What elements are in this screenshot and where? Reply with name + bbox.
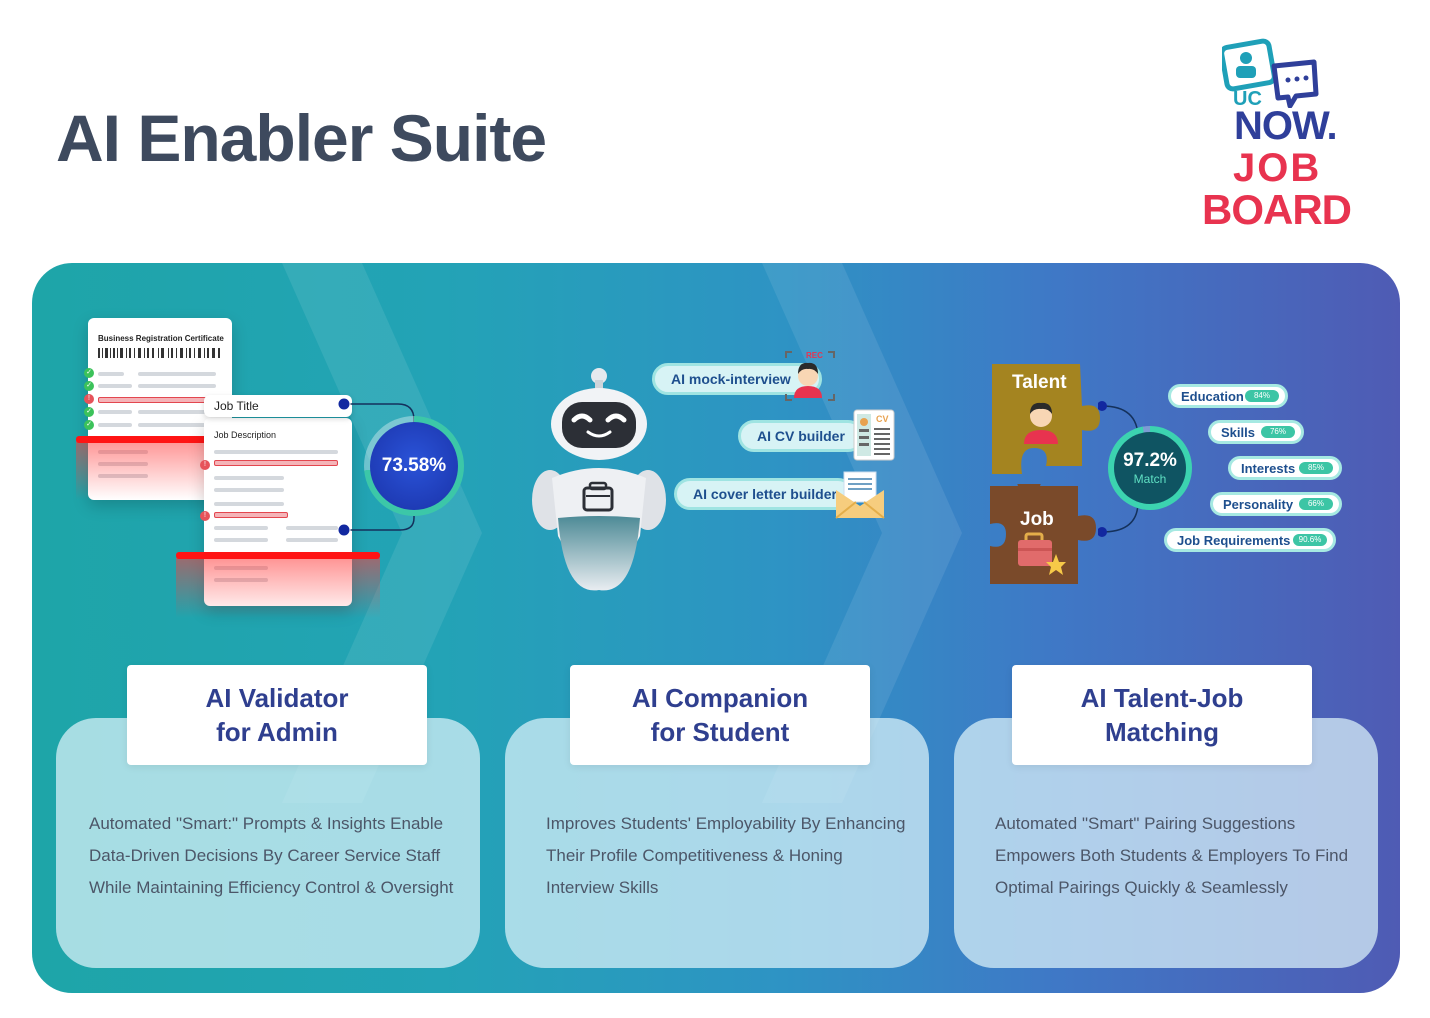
check-icon: ✓ bbox=[84, 368, 94, 378]
card-title-validator: AI Validator for Admin bbox=[127, 665, 427, 765]
match-score-ring: 97.2% Match bbox=[1108, 426, 1192, 510]
match-score-label: Match bbox=[1133, 472, 1167, 486]
feature-cv-builder: AI CV builder bbox=[738, 420, 864, 452]
check-icon: ✓ bbox=[84, 420, 94, 430]
logo-now-text: NOW. bbox=[1234, 104, 1338, 148]
person-icon bbox=[1024, 402, 1058, 444]
barcode-icon bbox=[98, 348, 220, 358]
rec-label: REC bbox=[806, 351, 823, 360]
feature-cover-letter-builder: AI cover letter builder bbox=[674, 478, 854, 510]
logo-job-text: JOB bbox=[1233, 146, 1322, 190]
talent-label: Talent bbox=[1012, 372, 1067, 393]
alert-icon: ! bbox=[200, 511, 210, 521]
card-desc-matching: Automated "Smart" Pairing Suggestions Em… bbox=[995, 814, 1349, 897]
card-desc-companion: Improves Students' Employability By Enha… bbox=[546, 814, 906, 897]
job-label: Job bbox=[1020, 509, 1054, 530]
card-desc-validator: Automated "Smart:" Prompts & Insights En… bbox=[89, 814, 454, 897]
cv-label: CV bbox=[876, 414, 889, 424]
validation-score: 73.58% bbox=[381, 455, 447, 476]
envelope-letter-icon bbox=[835, 471, 885, 519]
card-title-companion: AI Companion for Student bbox=[570, 665, 870, 765]
logo-uc-text: UC bbox=[1233, 88, 1262, 110]
job-desc-label: Job Description bbox=[214, 430, 277, 440]
scan-line bbox=[176, 552, 380, 559]
robot-icon bbox=[532, 368, 666, 591]
cv-document-icon bbox=[853, 409, 895, 461]
interview-avatar-icon bbox=[785, 351, 835, 401]
scan-line bbox=[76, 436, 236, 443]
logo-board-text: BOARD bbox=[1202, 186, 1352, 233]
page-title: AI Enabler Suite bbox=[56, 101, 547, 175]
brand-logo: UC NOW. JOB BOARD bbox=[1200, 36, 1360, 233]
match-score: 97.2% bbox=[1123, 450, 1177, 471]
check-icon: ✓ bbox=[84, 407, 94, 417]
alert-icon: ! bbox=[84, 394, 94, 404]
chat-bubbles-icon bbox=[1222, 38, 1319, 108]
feature-mock-interview: AI mock-interview bbox=[652, 363, 822, 395]
validation-score-ring: 73.58% bbox=[364, 416, 464, 516]
alert-icon: ! bbox=[200, 460, 210, 470]
briefcase-icon bbox=[1018, 532, 1066, 575]
doc-title: Business Registration Certificate bbox=[98, 334, 224, 343]
job-title-label: Job Title bbox=[204, 395, 352, 417]
card-title-matching: AI Talent-Job Matching bbox=[1012, 665, 1312, 765]
check-icon: ✓ bbox=[84, 381, 94, 391]
